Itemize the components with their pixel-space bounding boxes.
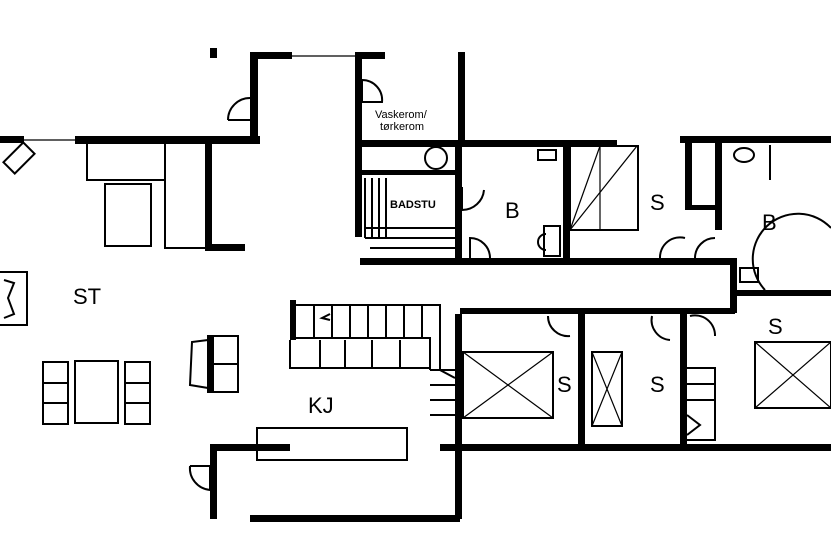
sofa-icon [0,271,28,326]
kitchen-counter-icon [256,427,408,461]
doors [188,78,717,492]
door-entrance [227,97,251,121]
room-label-bedroom-4: S [650,372,665,397]
room-label-living: ST [73,284,101,309]
bed-icon [591,351,623,427]
room-label-kitchen: KJ [308,393,334,418]
fireplace-icon [2,141,36,175]
cabinet-icon [686,367,716,441]
armchair-icon [104,183,152,247]
room-label-laundry-1: Vaskerom/ [375,109,428,121]
furniture [0,141,831,461]
sink-icon [537,225,561,257]
dining-table-icon [74,360,119,424]
stairs-icon [289,300,456,416]
bed-icon [462,351,554,419]
door-bedroom-3 [546,315,571,338]
shower-icon [751,212,831,291]
toilet-icon [739,267,759,283]
bed-icon [569,145,639,231]
room-label-bedroom-3: S [557,372,572,397]
bed-icon [754,341,831,409]
room-label-bath-2: B [762,210,777,235]
washing-machine-icon [424,146,448,170]
room-label-bedroom-2: S [768,314,783,339]
door-bath-2 [694,237,716,259]
toilet-icon [537,149,557,161]
sauna-bench-icon [364,178,455,249]
door-laundry [361,78,384,103]
shelf-unit-icon [86,143,205,249]
door-bath-1 [469,236,491,259]
chair-icon [188,335,239,393]
room-label-sauna: BADSTU [390,199,436,211]
dining-chairs-left-icon [42,361,69,425]
dining-chairs-right-icon [124,361,151,425]
door-bottom [188,465,211,492]
door-bedroom-4 [650,314,717,341]
room-label-laundry-2: tørkerom [380,121,424,133]
door-bedroom-1 [658,236,686,259]
room-labels: ST KJ Vaskerom/ tørkerom BADSTU B S B S … [73,109,783,418]
room-label-bedroom-1: S [650,190,665,215]
door-sauna [461,187,485,212]
sink-icon [733,147,755,163]
walls [0,48,831,522]
room-label-bath-1: B [505,198,520,223]
